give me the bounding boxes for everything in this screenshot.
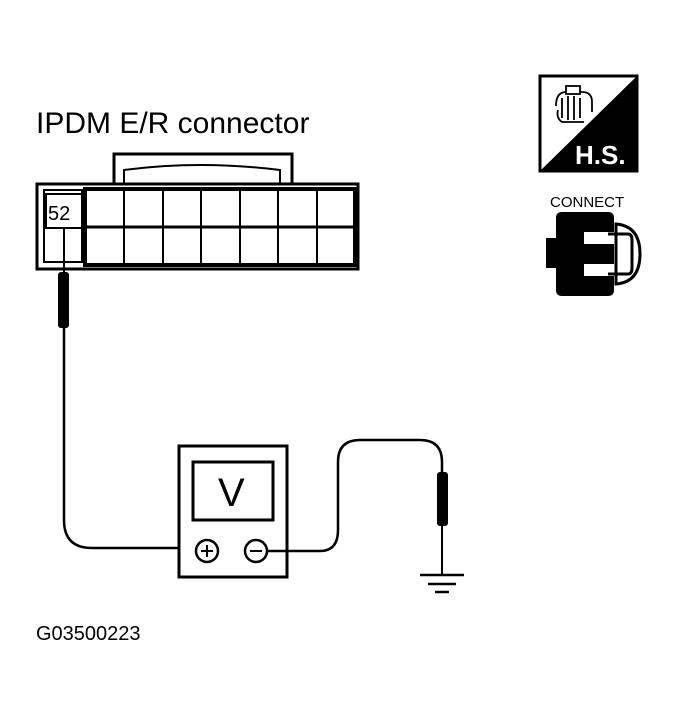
hs-badge-icon	[538, 74, 639, 173]
negative-lead-wire	[267, 438, 444, 553]
ground-icon	[420, 573, 464, 594]
positive-lead-wire	[62, 328, 196, 550]
connect-label: CONNECT	[550, 194, 624, 211]
positive-probe	[58, 228, 69, 328]
voltmeter	[177, 444, 289, 579]
connect-plug-icon	[546, 212, 642, 296]
connector-title: IPDM E/R connector	[36, 107, 309, 140]
hs-badge-label: H.S.	[575, 140, 626, 170]
terminal-52-label: 52	[48, 203, 70, 225]
hand-icon	[555, 85, 593, 123]
figure-code: G03500223	[36, 623, 141, 645]
voltmeter-label: V	[218, 471, 245, 515]
ipdm-connector	[35, 152, 360, 271]
ground-probe	[437, 472, 448, 574]
